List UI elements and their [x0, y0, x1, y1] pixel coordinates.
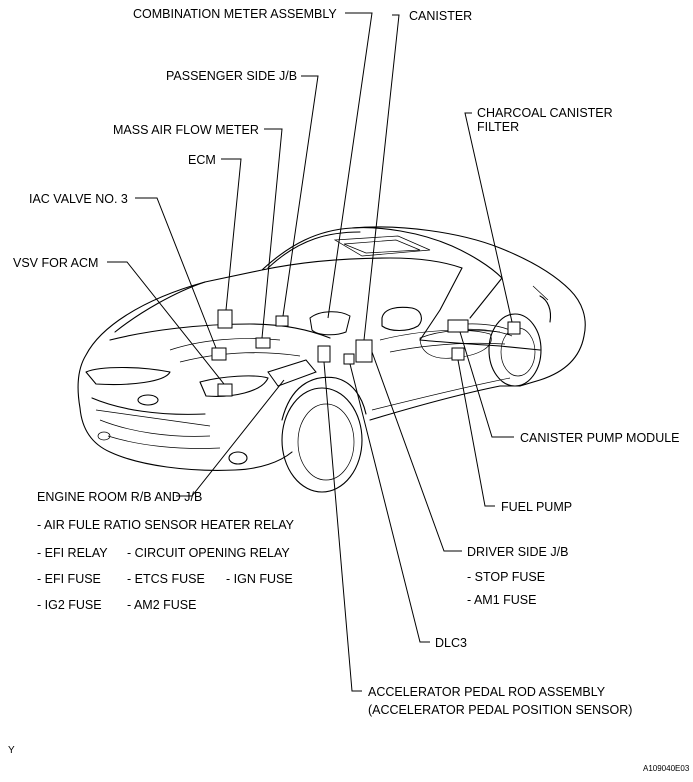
leader-canister: [363, 14, 400, 341]
label-iac-valve: IAC VALVE NO. 3: [29, 192, 128, 206]
label-etcs-fuse: - ETCS FUSE: [127, 572, 205, 586]
label-combination-meter: COMBINATION METER ASSEMBLY: [133, 7, 337, 21]
ecm-part: [217, 309, 233, 329]
leader-maf: [261, 128, 283, 339]
leader-engine-room: [176, 379, 285, 497]
leader-accel-pedal: [323, 361, 362, 692]
label-circuit-opening-relay: - CIRCUIT OPENING RELAY: [127, 546, 290, 560]
label-am2-fuse: - AM2 FUSE: [127, 598, 196, 612]
label-accel-pedal-2: (ACCELERATOR PEDAL POSITION SENSOR): [368, 703, 632, 717]
label-vsv-acm: VSV FOR ACM: [13, 256, 98, 270]
label-charcoal-filter-2: FILTER: [477, 120, 519, 134]
combination-meter-part: [309, 311, 351, 336]
dlc3-part: [343, 353, 355, 365]
leader-combination-meter: [327, 12, 373, 319]
label-driver-jb: DRIVER SIDE J/B: [467, 545, 568, 559]
label-efi-relay: - EFI RELAY: [37, 546, 108, 560]
component-parts: [211, 309, 521, 397]
label-maf-meter: MASS AIR FLOW METER: [113, 123, 259, 137]
label-af-heater-relay: - AIR FULE RATIO SENSOR HEATER RELAY: [37, 518, 295, 532]
label-stop-fuse: - STOP FUSE: [467, 570, 545, 584]
vsv-acm-part: [217, 383, 233, 397]
corner-mark: Y: [8, 745, 15, 756]
leader-driver-jb: [371, 351, 462, 552]
accel-pedal-part: [317, 345, 331, 363]
label-canister-pump: CANISTER PUMP MODULE: [520, 431, 680, 445]
leader-iac: [135, 197, 217, 349]
leader-lines: [107, 12, 514, 692]
label-ign-fuse: - IGN FUSE: [226, 572, 293, 586]
label-canister: CANISTER: [409, 9, 472, 23]
leader-fuel-pump: [457, 359, 495, 507]
leader-passenger-jb: [282, 75, 319, 317]
callout-labels: COMBINATION METER ASSEMBLY CANISTER PASS…: [8, 7, 690, 773]
passenger-jb-part: [275, 315, 289, 327]
label-ecm: ECM: [188, 153, 216, 167]
leader-ecm: [221, 158, 242, 311]
label-fuel-pump: FUEL PUMP: [501, 500, 572, 514]
label-accel-pedal-1: ACCELERATOR PEDAL ROD ASSEMBLY: [368, 685, 606, 699]
label-am1-fuse: - AM1 FUSE: [467, 593, 536, 607]
label-charcoal-filter-1: CHARCOAL CANISTER: [477, 106, 613, 120]
charcoal-filter-part: [507, 321, 521, 335]
canister-part: [355, 339, 373, 363]
label-engine-room-rb: ENGINE ROOM R/B AND J/B: [37, 490, 202, 504]
maf-part: [255, 337, 271, 349]
canister-pump-part: [447, 319, 469, 333]
iac-valve-part: [211, 347, 227, 361]
figure-code: A109040E03: [643, 764, 690, 773]
leader-canister-pump: [459, 331, 514, 438]
leader-vsv: [107, 261, 225, 385]
label-efi-fuse: - EFI FUSE: [37, 572, 101, 586]
leader-dlc3: [349, 363, 430, 643]
label-passenger-jb: PASSENGER SIDE J/B: [166, 69, 297, 83]
engine-room-rb-part: [267, 359, 317, 387]
leader-charcoal: [464, 112, 513, 323]
label-dlc3: DLC3: [435, 636, 467, 650]
fuel-pump-part: [451, 347, 465, 361]
label-ig2-fuse: - IG2 FUSE: [37, 598, 102, 612]
